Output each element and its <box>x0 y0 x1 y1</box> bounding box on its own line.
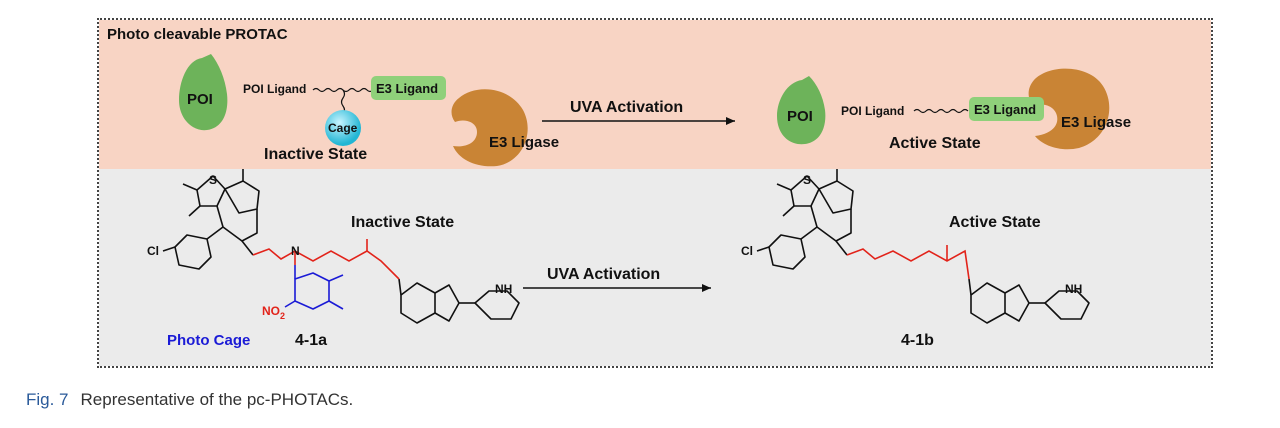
compound-label-left: 4-1a <box>295 332 327 349</box>
atom-nh-left: NH <box>495 282 512 296</box>
poi-ligand-label-right: POI Ligand <box>841 104 904 118</box>
photo-cage-label: Photo Cage <box>167 332 250 349</box>
e3-ligase-left <box>451 89 528 167</box>
linker-left <box>252 248 400 280</box>
poi-blob-left <box>179 54 228 131</box>
compound-label-right: 4-1b <box>901 332 934 349</box>
uva-label-top: UVA Activation <box>570 99 683 116</box>
molecule-right <box>756 169 1090 324</box>
cartoon-drawing: POI POI Ligand E3 Ligand Cage Inactive S… <box>179 54 1131 167</box>
figure-caption: Fig. 7 Representative of the pc-PHOTACs. <box>26 390 353 410</box>
cartoon-panel: POI POI Ligand E3 Ligand Cage Inactive S… <box>99 20 1211 169</box>
linker-right <box>846 248 970 280</box>
e3-ligand-label-left: E3 Ligand <box>376 81 438 96</box>
active-state-label-top: Active State <box>889 135 981 152</box>
active-state-label-bottom: Active State <box>949 214 1041 231</box>
poi-label-left: POI <box>187 91 213 108</box>
cage-label: Cage <box>328 121 358 135</box>
atom-s-left: S <box>209 173 217 187</box>
atom-nh-right: NH <box>1065 282 1082 296</box>
atom-cl-left: Cl <box>147 244 159 258</box>
poi-blob-right <box>777 76 826 145</box>
uva-label-bottom: UVA Activation <box>547 266 660 283</box>
e3-ligase-right <box>1028 68 1110 150</box>
molecule-left <box>162 169 520 324</box>
structure-drawing: S Cl N NH NO2 Photo Cage 4-1a Inactive S… <box>147 169 1090 349</box>
e3-ligand-box-left <box>371 76 446 100</box>
panel-title: Photo cleavable PROTAC <box>107 26 288 43</box>
caption-text: Representative of the pc-PHOTACs. <box>80 390 354 409</box>
atom-no2-left: NO2 <box>262 304 285 321</box>
inactive-state-label-bottom: Inactive State <box>351 214 454 231</box>
poi-label-right: POI <box>787 108 813 125</box>
atom-s-right: S <box>803 173 811 187</box>
e3-ligase-label-right: E3 Ligase <box>1061 114 1131 131</box>
atom-cl-right: Cl <box>741 244 753 258</box>
cage-sphere <box>325 110 361 146</box>
e3-ligase-label-left: E3 Ligase <box>489 134 559 151</box>
structure-panel: S Cl N NH NO2 Photo Cage 4-1a Inactive S… <box>99 169 1211 366</box>
e3-ligand-label-right: E3 Ligand <box>974 102 1036 117</box>
inactive-state-label-top: Inactive State <box>264 146 367 163</box>
figure-frame: POI POI Ligand E3 Ligand Cage Inactive S… <box>97 18 1213 368</box>
figure-number: Fig. 7 <box>26 390 69 409</box>
wavy-linker-right <box>913 108 969 114</box>
e3-ligand-box-right <box>969 97 1044 121</box>
poi-ligand-label-left: POI Ligand <box>243 82 306 96</box>
atom-n-left: N <box>291 244 300 258</box>
